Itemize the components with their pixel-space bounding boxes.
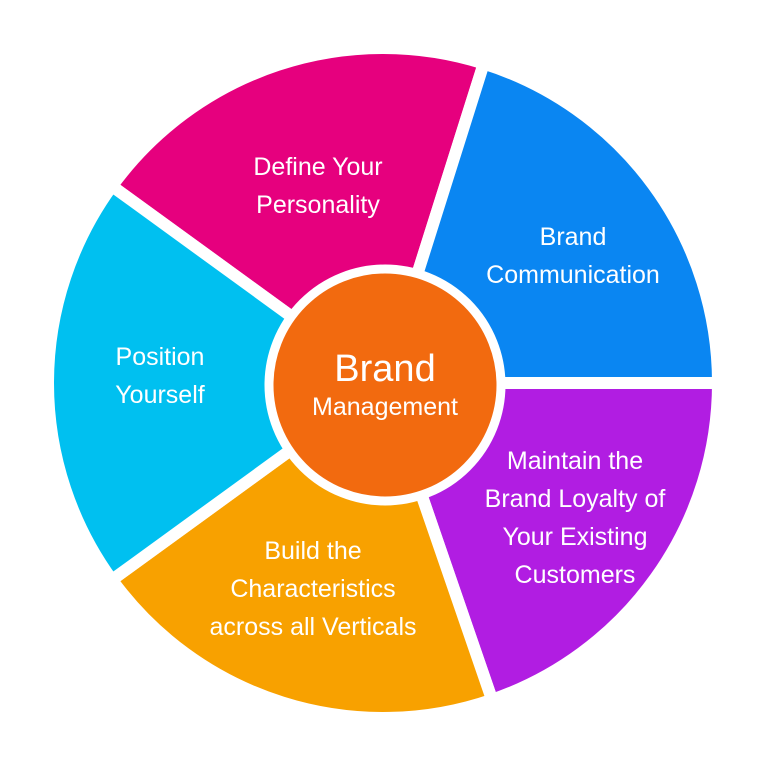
label-line: Maintain the [506,447,644,475]
label-line: Yourself [115,381,205,409]
label-line: Personality [256,191,380,219]
label-line: Position [115,343,205,371]
label-line: Define Your [253,153,383,181]
center-title: Brand [334,348,436,390]
center-subtitle: Management [312,393,458,421]
center-circle [264,264,506,506]
segment-label-brand-communication: Brand Communication [486,218,660,294]
segment-label-maintain-loyalty: Maintain the Brand Loyalty of Your Exist… [485,442,666,594]
segment-label-build-characteristics: Build the Characteristics across all Ver… [209,532,416,646]
label-line: Customers [514,561,636,589]
label-line: Brand Loyalty of [484,485,666,513]
label-line: Characteristics [230,575,396,603]
segment-label-position-yourself: Position Yourself [115,338,204,414]
segment-label-define-personality: Define Your Personality [253,148,382,224]
label-line: Your Existing [502,523,648,551]
segment-position-yourself [42,180,389,586]
label-line: Build the [264,537,362,565]
label-line: across all Verticals [209,613,417,641]
center-label: Brand Management [312,347,458,423]
label-line: Communication [486,261,660,289]
label-line: Brand [539,223,607,251]
